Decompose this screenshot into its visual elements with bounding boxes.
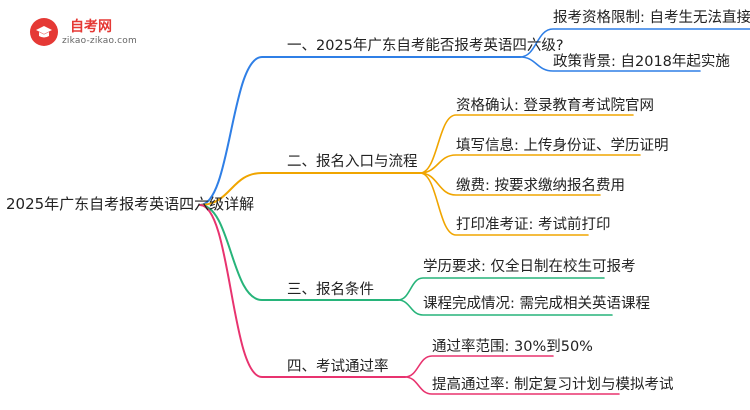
logo-name: 自考网 xyxy=(70,19,112,35)
branch-2-leaf-4: 打印准考证: 考试前打印 xyxy=(456,217,611,233)
branch-2-leaf-3: 缴费: 按要求缴纳报名费用 xyxy=(456,178,625,194)
branch-4-leaf-1-connector xyxy=(404,355,554,378)
branch-4-connector xyxy=(199,204,406,378)
branch-2-leaf-3-connector xyxy=(419,172,601,196)
branch-2-label: 二、报名入口与流程 xyxy=(287,154,418,170)
branch-2-leaf-2-connector xyxy=(419,154,641,174)
branch-1-leaf-1-connector xyxy=(519,28,750,58)
branch-3-leaf-1: 学历要求: 仅全日制在校生可报考 xyxy=(423,259,636,275)
branch-2-connector xyxy=(199,172,421,206)
root-node: 2025年广东自考报考英语四六级详解 xyxy=(6,195,255,213)
branch-3-connector xyxy=(199,204,399,301)
branch-1-leaf-2: 政策背景: 自2018年起实施 xyxy=(553,54,730,70)
branch-3-label: 三、报名条件 xyxy=(287,282,374,298)
branch-4-label: 四、考试通过率 xyxy=(287,359,389,375)
branch-1-connector xyxy=(199,56,521,206)
logo-url: zikao-zikao.com xyxy=(62,36,137,46)
branch-4-leaf-1: 通过率范围: 30%到50% xyxy=(432,339,593,355)
graduation-cap-icon xyxy=(30,18,58,46)
branch-2-leaf-1-connector xyxy=(419,114,634,174)
branch-2-leaf-4-connector xyxy=(419,172,589,236)
branch-1-label: 一、2025年广东自考能否报考英语四六级? xyxy=(287,38,564,54)
branch-3-leaf-1-connector xyxy=(397,277,605,301)
branch-4-leaf-2: 提高通过率: 制定复习计划与模拟考试 xyxy=(432,377,674,393)
branch-2-leaf-2: 填写信息: 上传身份证、学历证明 xyxy=(456,138,669,154)
site-logo: 自考网 zikao-zikao.com xyxy=(30,14,160,50)
branch-2-leaf-1: 资格确认: 登录教育考试院官网 xyxy=(456,98,654,114)
branch-3-leaf-2: 课程完成情况: 需完成相关英语课程 xyxy=(423,296,650,312)
branch-3-leaf-2-connector xyxy=(397,299,613,316)
branch-1-leaf-1: 报考资格限制: 自考生无法直接报考 xyxy=(553,10,750,26)
branch-1-leaf-2-connector xyxy=(519,56,701,72)
branch-4-leaf-2-connector xyxy=(404,376,620,395)
